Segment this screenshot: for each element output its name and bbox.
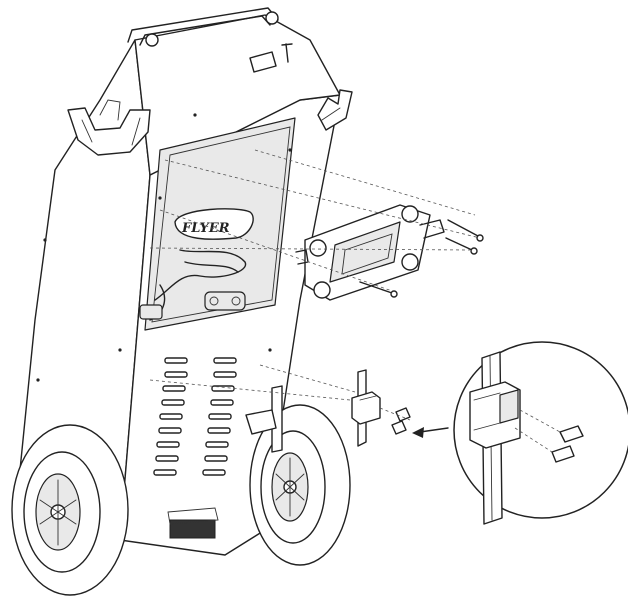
bottom-grille <box>169 519 216 539</box>
bracket-screws <box>391 407 411 435</box>
brand-logo: FLYER <box>174 208 254 240</box>
cable-connector <box>204 291 246 311</box>
clamp-holder-assembly <box>295 204 445 301</box>
handle-knob-left <box>145 33 159 47</box>
cable-clamp <box>139 304 163 320</box>
magnified-detail-icon <box>453 341 628 525</box>
cable-hook-right <box>317 89 353 131</box>
screw-icon <box>359 219 484 298</box>
brand-logo-text: FLYER <box>181 221 230 236</box>
mounting-bracket-icon <box>351 369 381 447</box>
alignment-lines-upper <box>149 149 481 293</box>
vent-slots <box>153 357 237 476</box>
top-label-mark <box>281 43 293 63</box>
cable-hook-left <box>67 99 151 156</box>
cable-bundle <box>154 249 247 301</box>
wheel-left <box>11 424 129 596</box>
alignment-lines-lower <box>149 364 411 421</box>
top-label-plate <box>249 51 277 73</box>
mounting-bracket-left <box>245 385 283 453</box>
callout-arrow <box>412 427 449 438</box>
handle-knob-right <box>265 11 279 25</box>
